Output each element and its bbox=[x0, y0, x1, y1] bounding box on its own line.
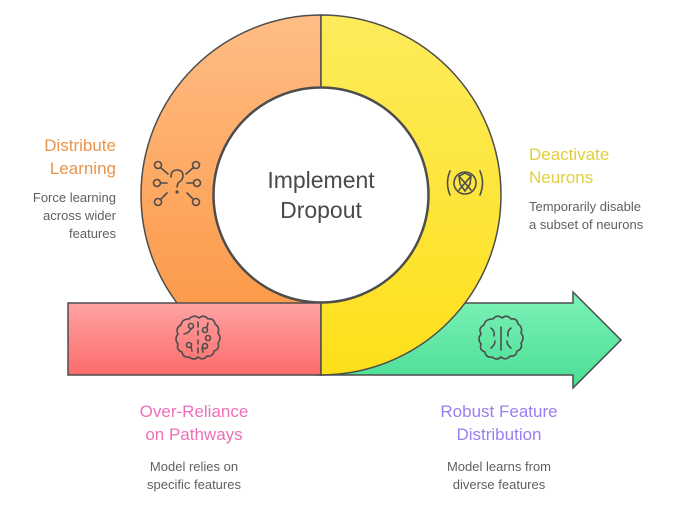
over-reliance-desc: Model relies on specific features bbox=[147, 459, 241, 492]
center-label: Implement Dropout bbox=[221, 165, 421, 225]
over-reliance-bar bbox=[67, 302, 322, 376]
deactivate-neurons-segment bbox=[320, 14, 502, 376]
distribute-learning-label: Distribute Learning Force learning acros… bbox=[10, 134, 116, 243]
robust-distribution-desc: Model learns from diverse features bbox=[446, 459, 552, 492]
robust-distribution-title: Robust Feature Distribution bbox=[440, 402, 558, 444]
over-reliance-title: Over-Reliance on Pathways bbox=[139, 402, 249, 444]
deactivate-neurons-desc: Temporarily disable a subset of neurons bbox=[529, 199, 644, 232]
brain-icon bbox=[478, 315, 524, 360]
distribute-learning-desc: Force learning across wider features bbox=[32, 190, 116, 241]
center-label-line1: Implement bbox=[267, 167, 375, 193]
over-reliance-label: Over-Reliance on Pathways Model relies o… bbox=[114, 400, 274, 494]
brain-pathways-icon bbox=[175, 315, 221, 360]
network-question-icon bbox=[152, 160, 202, 207]
center-label-line2: Dropout bbox=[280, 197, 362, 223]
distribute-learning-title: Distribute Learning bbox=[44, 136, 116, 178]
robust-distribution-label: Robust Feature Distribution Model learns… bbox=[414, 400, 584, 494]
center-circle bbox=[213, 87, 429, 303]
deactivate-neurons-label: Deactivate Neurons Temporarily disable a… bbox=[529, 143, 689, 234]
deactivate-neurons-title: Deactivate Neurons bbox=[529, 145, 610, 187]
disabled-neuron-icon bbox=[446, 170, 484, 196]
